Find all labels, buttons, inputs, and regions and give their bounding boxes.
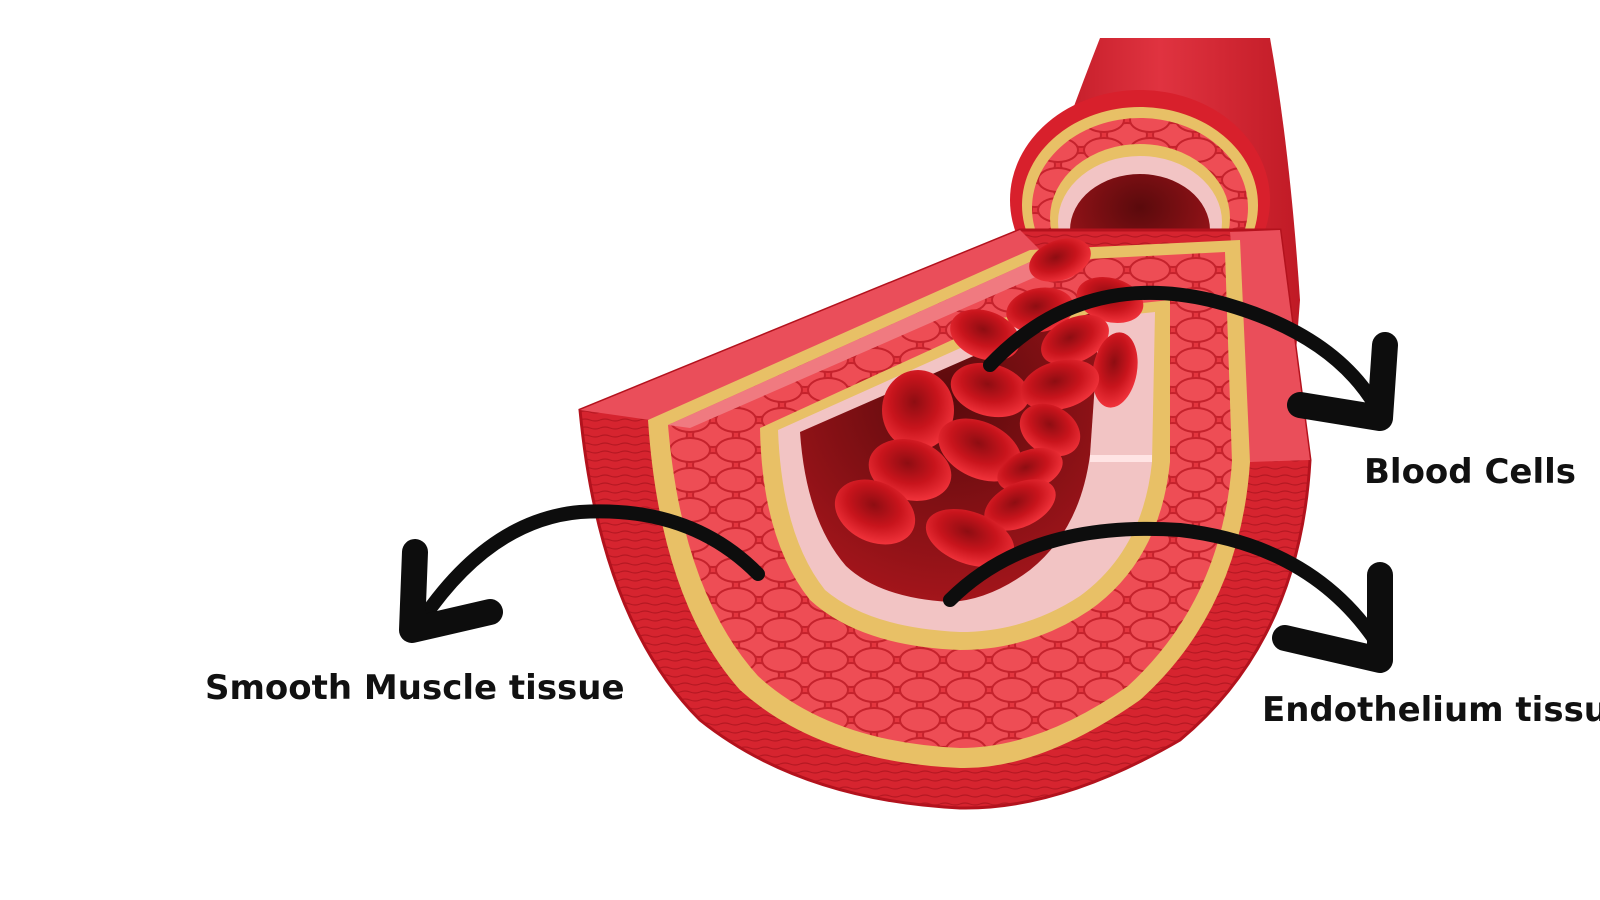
red-blood-cell <box>1092 332 1138 408</box>
red-blood-cell <box>1020 359 1100 411</box>
red-blood-cell <box>868 439 952 501</box>
red-blood-cell <box>834 479 916 545</box>
blood-cells-label: Blood Cells <box>1364 452 1577 492</box>
endothelium-tissue-label: Endothelium tissue <box>1262 690 1600 730</box>
red-blood-cell <box>984 479 1056 531</box>
red-blood-cell <box>1041 314 1109 366</box>
curved-arrow-icon <box>983 285 1398 431</box>
red-blood-cell <box>1029 238 1091 282</box>
curved-arrow-icon <box>399 504 765 643</box>
red-blood-cell <box>925 508 1015 568</box>
red-blood-cell <box>950 362 1030 418</box>
red-blood-cell <box>882 370 954 450</box>
curved-arrow-icon <box>943 521 1393 673</box>
red-blood-cell <box>1019 403 1081 457</box>
smooth-muscle-tissue-label: Smooth Muscle tissue <box>205 668 625 708</box>
red-blood-cell <box>938 418 1022 482</box>
red-blood-cell <box>997 447 1063 493</box>
